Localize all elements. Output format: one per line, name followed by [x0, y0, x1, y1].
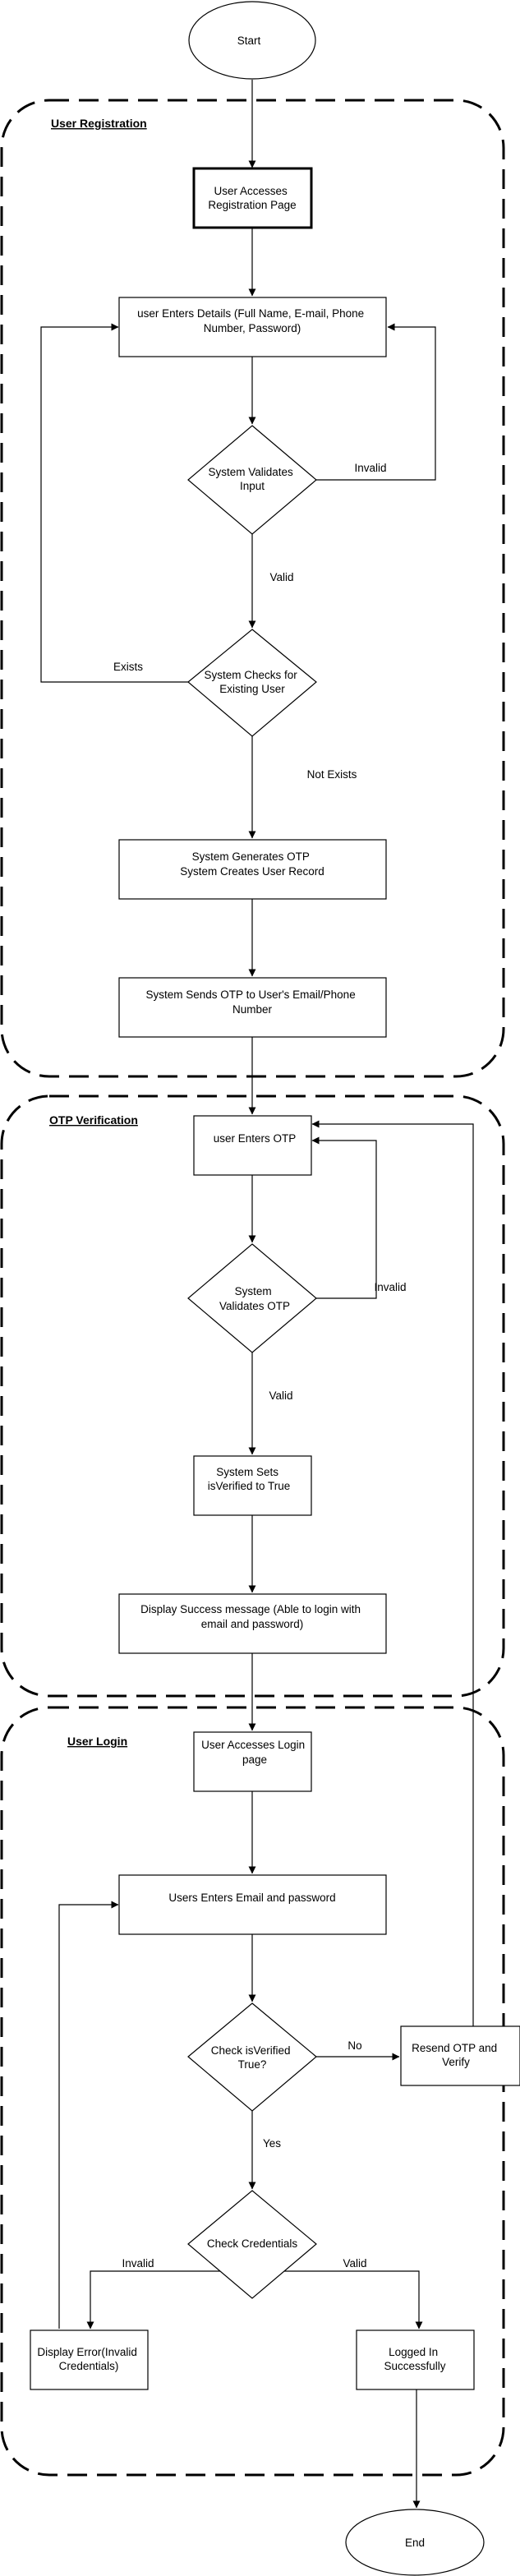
validate-input-decision — [187, 425, 317, 535]
edge-label-credentials-invalid: Invalid — [122, 2257, 154, 2270]
edge-label-verified-yes: Yes — [263, 2137, 281, 2150]
send-otp-node — [118, 977, 387, 1038]
group-otp-verification — [0, 1094, 505, 1698]
display-error-label: Display Error(Invalid Credentials) — [37, 2346, 140, 2372]
success-message-node — [118, 1593, 387, 1654]
validate-input-label: System Validates Input — [208, 466, 296, 492]
check-verified-decision — [187, 2002, 317, 2112]
group-label-otp-verification: OTP Verification — [49, 1113, 138, 1127]
access-login-node — [193, 1731, 312, 1792]
validate-otp-label: System Validates OTP — [219, 1285, 290, 1312]
end-node — [345, 2509, 485, 2576]
check-credentials-label: Check Credentials — [207, 2237, 298, 2250]
end-label: End — [405, 2537, 425, 2549]
enter-details-label: user Enters Details (Full Name, E-mail, … — [137, 307, 367, 334]
edge-label-otp-valid: Valid — [269, 1389, 292, 1402]
resend-otp-label: Resend OTP and Verify — [412, 2042, 500, 2068]
group-user-login — [0, 1706, 505, 2477]
edge-validate-invalid-loop — [316, 323, 436, 481]
validate-otp-decision — [187, 1243, 317, 1353]
edge-label-user-exists: Exists — [113, 661, 143, 673]
access-registration-label: User Accesses Registration Page — [208, 185, 296, 211]
enter-otp-node — [193, 1115, 312, 1176]
edge-credentials-invalid-to-error — [86, 2270, 220, 2329]
check-existing-user-decision — [187, 629, 317, 737]
edge-resend-to-enter-otp — [311, 1120, 474, 2026]
check-credentials-decision — [187, 2190, 317, 2299]
logged-in-node — [356, 2329, 475, 2390]
edge-error-to-credentials — [58, 1901, 119, 2329]
edge-label-user-not-exists: Not Exists — [307, 768, 357, 781]
access-registration-node — [192, 167, 313, 229]
check-existing-user-label: System Checks for Existing User — [204, 669, 300, 695]
logged-in-label: Logged In Successfully — [384, 2346, 445, 2372]
edge-label-verified-no: No — [347, 2039, 361, 2052]
access-login-label: User Accesses Login page — [201, 1739, 308, 1766]
enter-credentials-label: Users Enters Email and password — [168, 1892, 335, 1904]
display-error-node — [30, 2329, 149, 2390]
edge-label-input-invalid: Invalid — [354, 462, 386, 474]
enter-credentials-node — [118, 1874, 387, 1935]
group-label-user-registration: User Registration — [51, 117, 147, 130]
set-verified-label: System Sets isVerified to True — [208, 1466, 291, 1492]
enter-details-node — [118, 297, 387, 357]
enter-otp-label: user Enters OTP — [214, 1132, 297, 1145]
edge-check-exists-loop — [40, 323, 188, 683]
edge-label-otp-invalid: Invalid — [374, 1281, 406, 1293]
start-node — [188, 1, 316, 80]
edge-otp-invalid-loop — [311, 1136, 377, 1299]
resend-otp-node — [400, 2025, 520, 2086]
edge-credentials-valid-to-logged-in — [284, 2270, 423, 2329]
edge-label-credentials-valid: Valid — [343, 2257, 366, 2270]
group-label-user-login: User Login — [67, 1735, 127, 1748]
create-record-label: System Generates OTP System Creates User… — [180, 850, 324, 878]
check-verified-label: Check isVerified True? — [211, 2044, 294, 2071]
success-message-label: Display Success message (Able to login w… — [140, 1603, 364, 1630]
edge-label-input-valid: Valid — [269, 571, 293, 583]
set-verified-node — [193, 1455, 312, 1516]
create-record-node — [118, 839, 387, 900]
send-otp-label: System Sends OTP to User's Email/Phone N… — [146, 988, 359, 1016]
start-label: Start — [237, 35, 261, 47]
